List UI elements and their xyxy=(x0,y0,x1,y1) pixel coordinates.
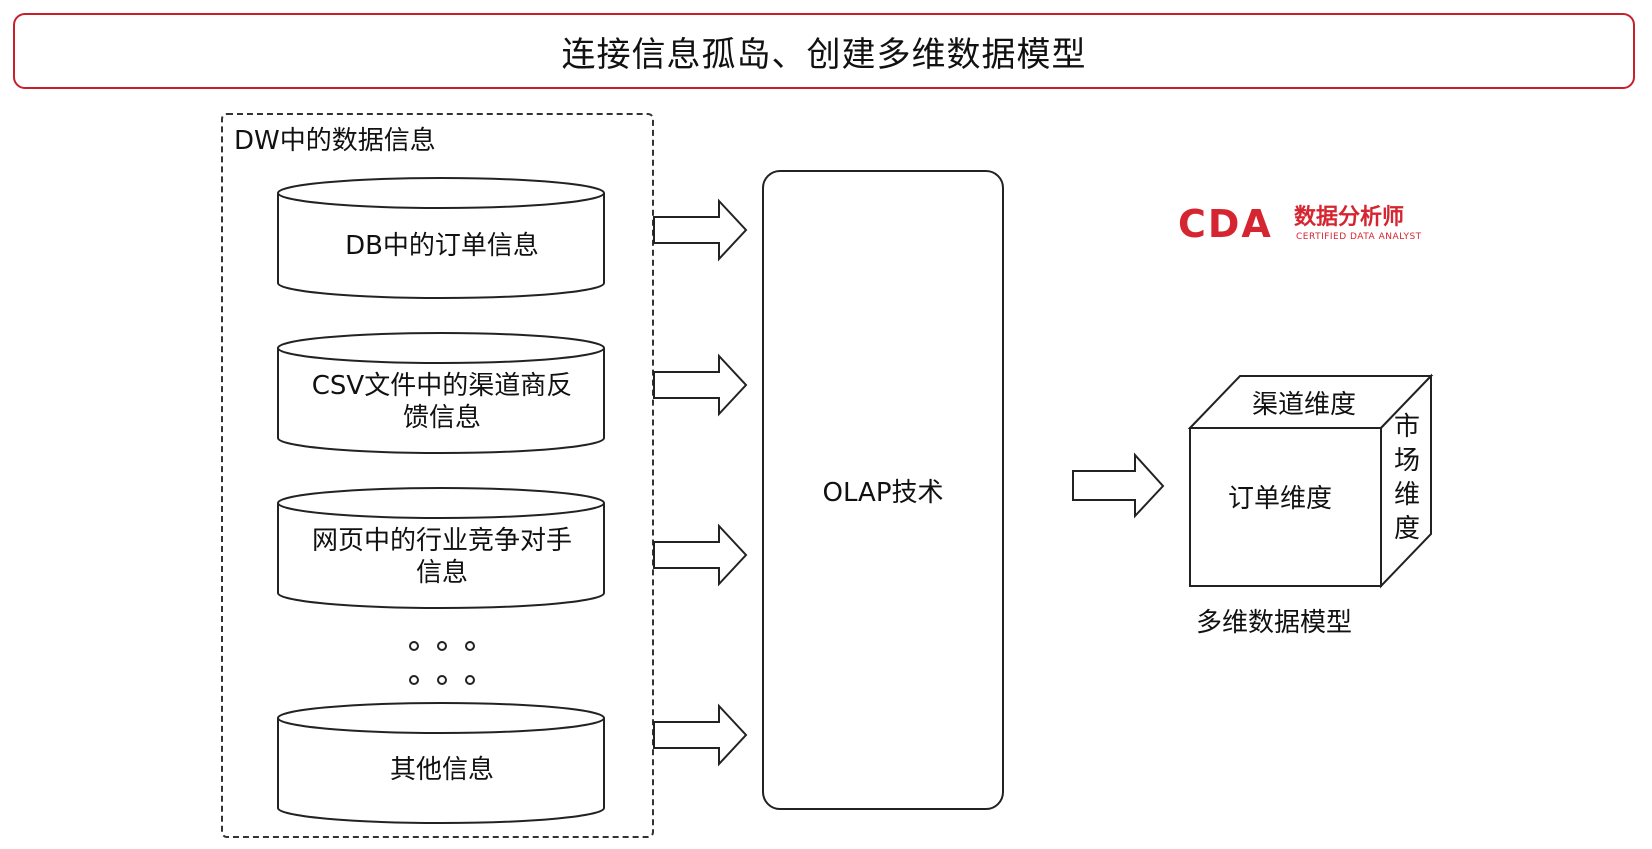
olap-label: OLAP技术 xyxy=(822,477,944,508)
source-cylinder-csv-feedback xyxy=(277,332,605,454)
source-label-csv-feedback: CSV文件中的渠道商反 馈信息 xyxy=(311,371,573,433)
arrow-right-icon xyxy=(653,523,748,587)
dw-group-label: DW中的数据信息 xyxy=(234,126,436,156)
dw-data-group xyxy=(221,113,654,838)
page-title: 连接信息孤岛、创建多维数据模型 xyxy=(13,13,1635,89)
source-cylinder-web-competitors xyxy=(277,487,605,609)
olap-box: OLAP技术 xyxy=(762,170,1004,810)
cube-front-label: 订单维度 xyxy=(1228,484,1333,514)
arrow-right-icon xyxy=(653,198,748,262)
cube-side-label: 市 场 维 度 xyxy=(1393,412,1420,544)
model-caption: 多维数据模型 xyxy=(1196,608,1353,638)
source-cylinder-db-orders xyxy=(277,177,605,299)
cda-logo: CDA 数据分析师 CERTIFIED DATA ANALYST xyxy=(1178,202,1421,248)
logo-main-text: CDA xyxy=(1178,202,1273,246)
source-label-web-competitors: 网页中的行业竞争对手 信息 xyxy=(311,526,572,588)
source-label-db-orders: DB中的订单信息 xyxy=(345,231,539,261)
cube-top-label: 渠道维度 xyxy=(1252,390,1357,420)
cube-icon xyxy=(1187,373,1434,589)
source-label-other: 其他信息 xyxy=(389,755,494,785)
arrow-right-icon xyxy=(1072,452,1165,519)
arrow-right-icon xyxy=(653,703,748,767)
source-cylinder-other xyxy=(277,702,605,824)
logo-en-text: CERTIFIED DATA ANALYST xyxy=(1296,232,1422,242)
arrow-right-icon xyxy=(653,353,748,417)
logo-cn-text: 数据分析师 xyxy=(1294,205,1405,230)
ellipsis-dots xyxy=(409,641,475,685)
